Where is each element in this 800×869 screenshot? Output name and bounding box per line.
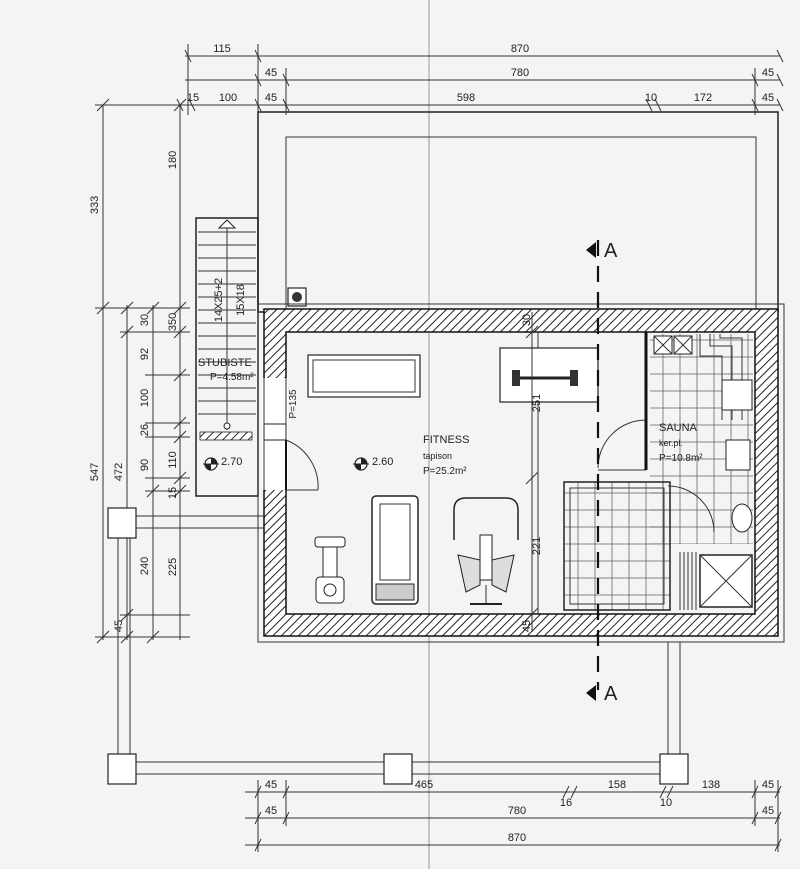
terrace-outline xyxy=(257,111,779,313)
dim-left-45: 45 xyxy=(113,620,125,632)
fitness-area: P=25.2m² xyxy=(423,466,467,477)
dim-top-100: 100 xyxy=(219,92,237,104)
dim-left-240: 240 xyxy=(139,557,151,575)
dim-left-100: 100 xyxy=(139,389,151,407)
dim-top-10: 10 xyxy=(645,92,657,104)
sauna-room-name: SAUNA xyxy=(659,422,698,434)
dim-left-90: 90 xyxy=(139,459,151,471)
door-opening-dim: P=135 xyxy=(288,389,299,419)
top-dimension-labels: 115 870 45 780 45 15 100 45 598 10 172 4… xyxy=(187,43,774,104)
dim-bottom-16: 16 xyxy=(560,797,572,809)
top-dimensions xyxy=(175,44,784,115)
sauna-area xyxy=(563,334,753,611)
dim-top-870: 870 xyxy=(511,43,529,55)
dim-left-110: 110 xyxy=(167,451,179,469)
fitness-equipment xyxy=(307,347,599,605)
left-dimensions xyxy=(95,98,190,644)
dim-top-45-end: 45 xyxy=(762,92,774,104)
dim-bottom-10: 10 xyxy=(660,797,672,809)
level-marker-fitness xyxy=(353,457,369,471)
section-line xyxy=(586,240,600,701)
dim-left-547: 547 xyxy=(89,463,101,481)
dim-left-26: 26 xyxy=(139,424,151,436)
section-label-bottom: A xyxy=(604,683,618,705)
dim-inner-251: 251 xyxy=(531,394,543,412)
dim-bottom-45-b: 45 xyxy=(762,779,774,791)
column xyxy=(107,753,137,785)
dim-left-225: 225 xyxy=(167,558,179,576)
dim-bottom-45-a: 45 xyxy=(265,779,277,791)
drain-symbol xyxy=(287,287,307,307)
fitness-level: 2.60 xyxy=(372,456,393,468)
fitness-room-name: FITNESS xyxy=(423,434,469,446)
exercise-bike xyxy=(314,536,346,604)
dim-top-172: 172 xyxy=(694,92,712,104)
dim-top-15: 15 xyxy=(187,92,199,104)
bench xyxy=(307,354,421,398)
dim-top-115: 115 xyxy=(213,43,231,55)
dim-bottom-870: 870 xyxy=(508,832,526,844)
dim-left-180: 180 xyxy=(167,151,179,169)
fitness-floor: tapison xyxy=(423,451,452,461)
pergola xyxy=(107,507,689,785)
dim-inner-45: 45 xyxy=(521,620,533,632)
dim-bottom-45-d: 45 xyxy=(762,805,774,817)
dim-top-598: 598 xyxy=(457,92,475,104)
bottom-dimensions xyxy=(245,780,782,852)
treadmill xyxy=(371,495,419,605)
dim-top-45-mid: 45 xyxy=(265,92,277,104)
door-stair-fitness xyxy=(262,378,319,491)
dim-bottom-138: 138 xyxy=(702,779,720,791)
stair-steps-label-a: 14X25+2 xyxy=(213,278,225,322)
dim-left-92: 92 xyxy=(139,348,151,360)
left-dimension-labels: 333 547 180 350 472 240 30 92 100 26 90 … xyxy=(89,151,179,632)
column xyxy=(107,507,137,539)
sauna-benches xyxy=(699,334,753,471)
dim-bottom-45-c: 45 xyxy=(265,805,277,817)
dim-left-15: 15 xyxy=(167,487,179,499)
dumbbell-rack xyxy=(499,347,599,403)
stair-level: 2.70 xyxy=(221,456,242,468)
stair-room-area: P=4.58m² xyxy=(210,372,254,383)
dim-inner-221: 221 xyxy=(531,537,543,555)
dim-left-333: 333 xyxy=(89,196,101,214)
column xyxy=(659,753,689,785)
section-label-top: A xyxy=(604,240,618,262)
level-marker-stair xyxy=(203,457,219,471)
dim-left-350: 350 xyxy=(167,313,179,331)
stair-steps-label-b: 15X18 xyxy=(235,284,247,316)
column xyxy=(383,753,413,785)
dim-bottom-158: 158 xyxy=(608,779,626,791)
dim-top-780: 780 xyxy=(511,67,529,79)
dim-bottom-465: 465 xyxy=(415,779,433,791)
dim-inner-30: 30 xyxy=(521,314,533,326)
dim-top-45-left: 45 xyxy=(265,67,277,79)
dim-top-45-right: 45 xyxy=(762,67,774,79)
stair-room-name: STUBISTE xyxy=(198,357,252,369)
dim-bottom-780: 780 xyxy=(508,805,526,817)
bottom-dimension-labels: 45 465 16 158 10 138 45 45 780 45 870 xyxy=(265,779,774,844)
weight-machine xyxy=(453,497,519,605)
sauna-floor: ker.pl. xyxy=(659,438,683,448)
inner-dimensions xyxy=(525,312,539,632)
dim-left-472: 472 xyxy=(113,463,125,481)
sauna-area-value: P=10.8m² xyxy=(659,453,703,464)
dim-left-30: 30 xyxy=(139,314,151,326)
